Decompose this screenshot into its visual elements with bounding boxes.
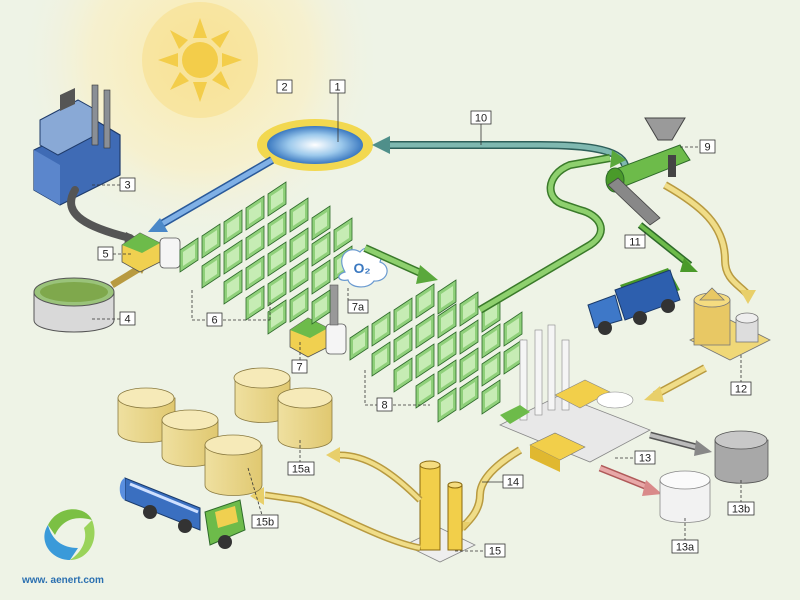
- callout-5: 5: [97, 246, 132, 261]
- callout-7a: 7a: [347, 288, 369, 314]
- extruder-icon: [605, 117, 691, 226]
- svg-text:8: 8: [381, 400, 387, 412]
- oxygen-bubble-icon: O₂: [338, 247, 388, 288]
- oxygen-label: O₂: [353, 260, 370, 276]
- svg-text:13: 13: [639, 453, 651, 465]
- website-url: www. aenert.com: [21, 575, 104, 586]
- callout-1: 1: [329, 79, 346, 142]
- callout-13: 13: [615, 450, 656, 465]
- pump-house-7: [289, 284, 347, 358]
- nutrient-pipe: [110, 265, 142, 288]
- callout-13b: 13b: [727, 480, 755, 516]
- pump-house-5: [121, 232, 181, 273]
- storage-tank-13a: [659, 470, 711, 523]
- svg-text:2: 2: [281, 82, 287, 94]
- fuel-pipe-15a: [339, 451, 423, 503]
- svg-text:10: 10: [475, 113, 487, 125]
- callout-14: 14: [482, 474, 524, 489]
- callout-15a: 15a: [287, 440, 315, 476]
- fuel-tanks: [117, 367, 333, 496]
- truck-icon: [587, 268, 681, 335]
- sun-icon: [15, 0, 385, 245]
- flue-gas-pipe: [67, 186, 134, 242]
- pond-icon: [33, 277, 115, 333]
- svg-text:15b: 15b: [256, 517, 274, 529]
- svg-text:11: 11: [629, 237, 640, 249]
- callout-6: 6: [191, 290, 271, 327]
- storage-tank-13b: [714, 430, 769, 484]
- svg-text:1: 1: [334, 82, 340, 94]
- svg-text:13b: 13b: [732, 504, 750, 516]
- svg-text:3: 3: [124, 180, 130, 192]
- oil-pipe-to-press: [663, 181, 752, 298]
- press-unit-12: [689, 287, 771, 361]
- refinery-13: [499, 324, 651, 472]
- callout-15b: 15b: [247, 467, 279, 529]
- callout-3: 3: [92, 177, 136, 192]
- callout-13a: 13a: [671, 518, 699, 554]
- svg-text:5: 5: [102, 249, 108, 261]
- svg-text:15a: 15a: [292, 464, 311, 476]
- callout-11: 11: [624, 230, 646, 249]
- callout-4: 4: [92, 311, 136, 326]
- water-pond: [257, 119, 373, 171]
- svg-text:7: 7: [296, 362, 302, 374]
- tanker-truck-icon: [119, 477, 246, 549]
- callout-15: 15: [455, 543, 506, 558]
- callout-9: 9: [680, 139, 716, 154]
- svg-text:7a: 7a: [352, 302, 365, 314]
- callout-8: 8: [364, 370, 430, 412]
- logo-icon: [44, 509, 95, 560]
- factory-icon: [33, 84, 121, 206]
- svg-text:15: 15: [489, 546, 501, 558]
- svg-text:14: 14: [507, 477, 519, 489]
- callout-2: 2: [276, 79, 293, 94]
- distillation-column-icon: [404, 460, 476, 563]
- svg-text:4: 4: [124, 314, 130, 326]
- svg-text:12: 12: [735, 384, 747, 396]
- callout-12: 12: [730, 355, 752, 396]
- callout-7: 7: [291, 342, 308, 374]
- svg-text:13a: 13a: [676, 542, 695, 554]
- algae-pipe-main: [477, 154, 611, 314]
- svg-text:9: 9: [704, 142, 710, 154]
- svg-text:6: 6: [211, 315, 217, 327]
- callout-10: 10: [470, 110, 492, 145]
